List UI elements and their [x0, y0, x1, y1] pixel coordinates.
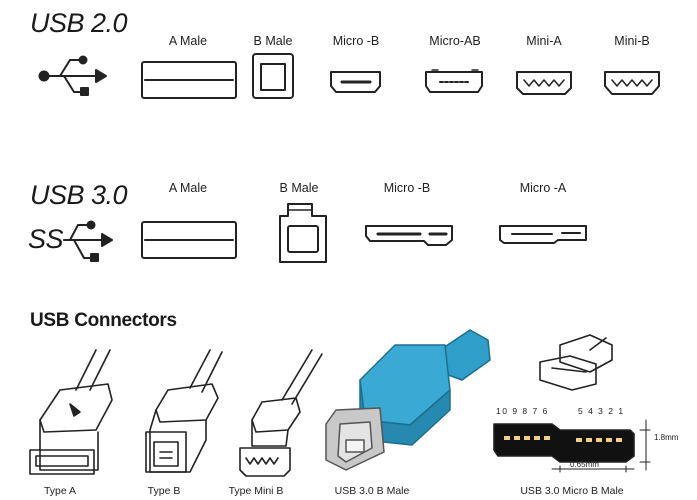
usb3-micro-a-label: Micro -A — [519, 181, 567, 195]
usb3-b-male-blue-illustration — [325, 329, 491, 471]
usb2-mini-b-shape — [604, 71, 660, 95]
dimension-height-label: 1.8mm — [654, 433, 679, 442]
usb2-micro-b-shape — [330, 71, 381, 93]
usb-trident-icon — [38, 55, 107, 96]
usb3-micro-b-pinout-face — [493, 419, 651, 473]
caption-type-a: Type A — [43, 485, 77, 497]
usb2-micro-ab-shape — [425, 69, 483, 93]
caption-type-mini-b: Type Mini B — [228, 485, 284, 497]
usb2-b-male-label: B Male — [253, 34, 293, 48]
type-a-connector-illustration — [29, 349, 113, 475]
usb2-a-male-label: A Male — [168, 34, 208, 48]
usb2-b-male-shape — [252, 53, 294, 99]
usb2-micro-ab-label: Micro-AB — [429, 34, 481, 48]
type-mini-b-connector-illustration — [239, 349, 323, 477]
usb3-micro-a-shape — [499, 225, 587, 244]
caption-usb3-micro-b-male: USB 3.0 Micro B Male — [520, 485, 624, 497]
pin-numbers-right: 5 4 3 2 1 — [578, 406, 625, 416]
pin-numbers-left: 10 9 8 7 6 — [496, 406, 549, 416]
usb3-b-male-label: B Male — [279, 181, 319, 195]
dimension-width-label: 0.65mm — [570, 460, 599, 469]
usb-ss-trident-icon — [63, 220, 113, 262]
usb3-b-male-shape — [279, 203, 327, 263]
usb3-a-male-label: A Male — [168, 181, 208, 195]
usb3-ss-text: SS — [28, 224, 64, 254]
type-b-connector-illustration — [145, 349, 223, 473]
usb2-mini-a-label: Mini-A — [526, 34, 562, 48]
caption-usb3-b-male: USB 3.0 B Male — [334, 485, 410, 497]
usb3-heading: USB 3.0 — [30, 180, 128, 210]
usb2-heading: USB 2.0 — [30, 8, 128, 38]
usb2-mini-a-shape — [516, 71, 572, 95]
caption-type-b: Type B — [147, 485, 181, 497]
usb3-micro-b-small-illustration — [539, 334, 613, 391]
usb3-micro-b-shape — [365, 225, 453, 246]
usb3-micro-b-label: Micro -B — [383, 181, 431, 195]
usb2-mini-b-label: Mini-B — [614, 34, 650, 48]
usb-connectors-title: USB Connectors — [30, 310, 177, 331]
usb2-a-male-shape — [141, 61, 237, 99]
usb2-micro-b-label: Micro -B — [332, 34, 380, 48]
usb3-a-male-shape — [141, 221, 237, 259]
